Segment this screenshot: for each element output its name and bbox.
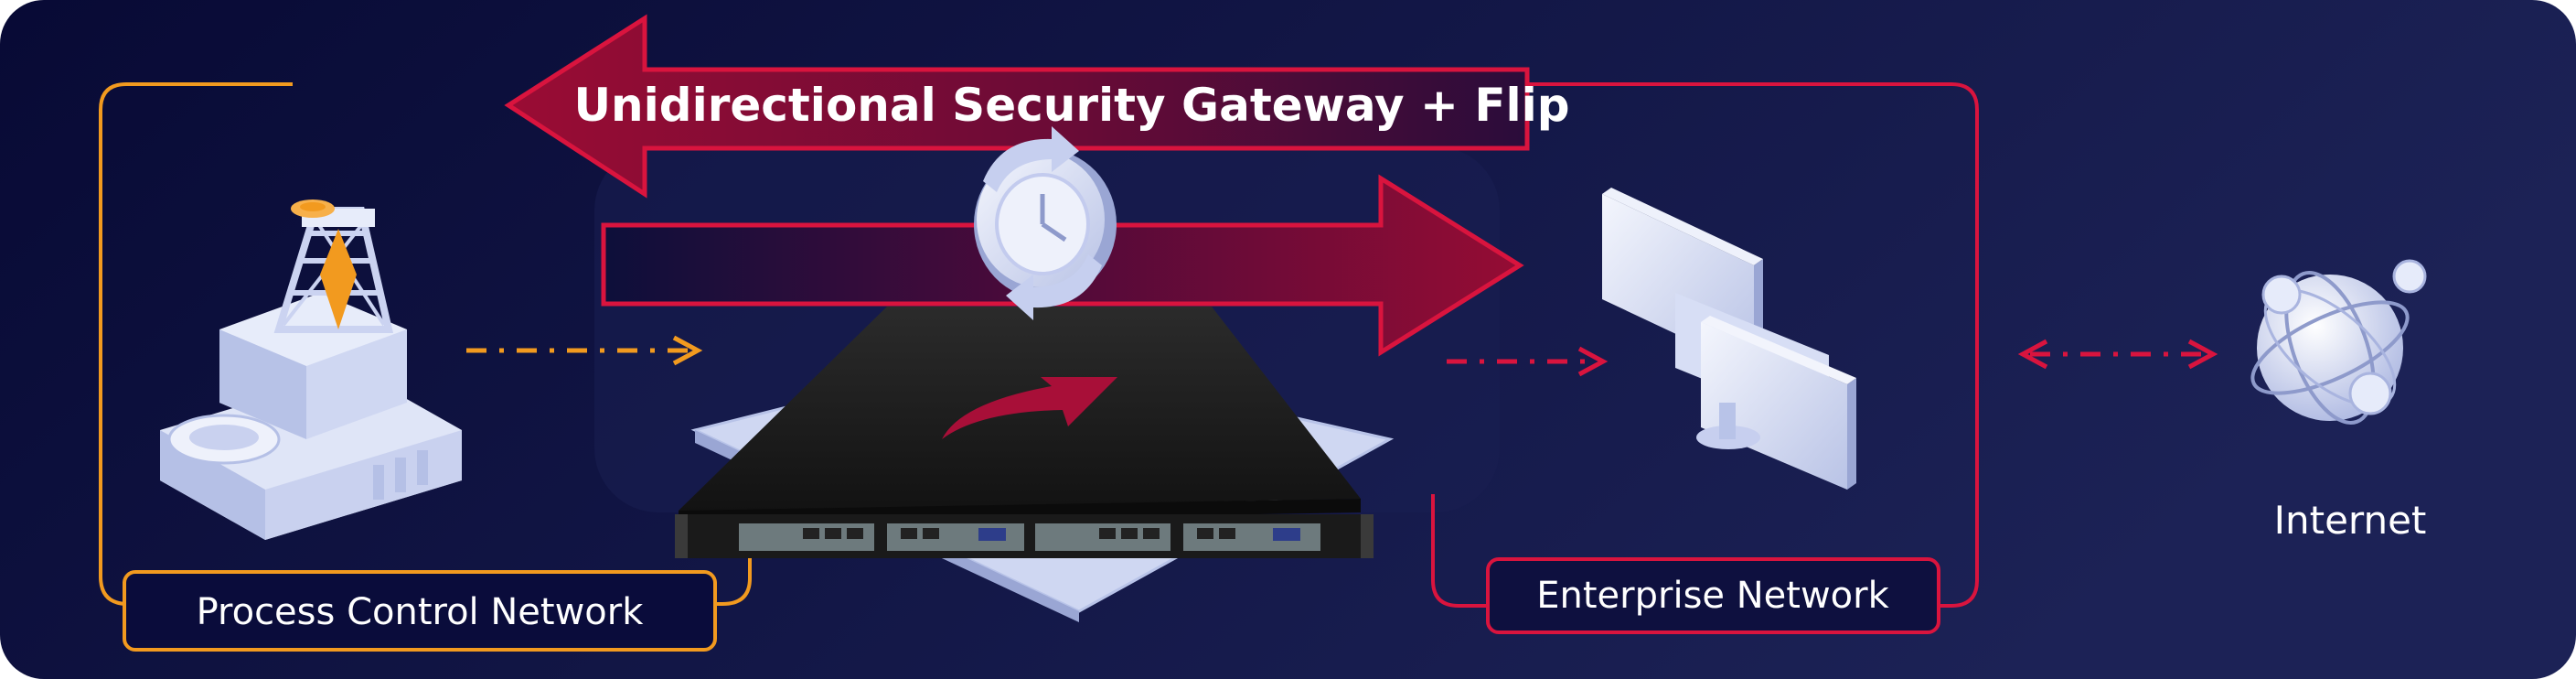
gateway-to-enterprise-arrow bbox=[1447, 346, 1609, 377]
gateway-appliance-icon bbox=[675, 307, 1395, 622]
title-arrow bbox=[504, 14, 1530, 199]
globe-network-icon bbox=[2250, 259, 2427, 425]
enterprise-border bbox=[1431, 82, 1979, 608]
diagram-title: Unidirectional Security Gateway + Flip bbox=[573, 79, 1569, 132]
process-control-border bbox=[99, 82, 752, 606]
process-control-label-box: Process Control Network bbox=[123, 570, 717, 652]
enterprise-label: Enterprise Network bbox=[1536, 575, 1889, 617]
oil-rig-icon bbox=[160, 199, 462, 540]
internet-label: Internet bbox=[2274, 498, 2427, 543]
monitors-icon bbox=[1602, 188, 1856, 490]
process-control-label: Process Control Network bbox=[197, 591, 645, 633]
clock-rotate-icon bbox=[974, 126, 1117, 320]
enterprise-internet-arrow bbox=[2017, 339, 2218, 370]
enterprise-label-box: Enterprise Network bbox=[1486, 557, 1940, 634]
process-to-gateway-arrow bbox=[466, 335, 703, 366]
